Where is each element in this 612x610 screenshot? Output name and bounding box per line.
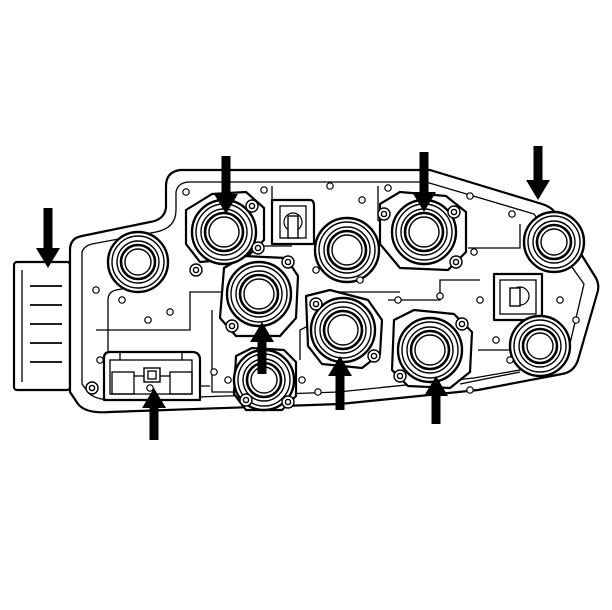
locator-dot [492,336,500,344]
locator-dot [96,356,104,364]
solenoid-left [106,230,170,294]
locator-dot [476,296,484,304]
locator-dot [166,308,174,316]
arrow-connector-arrow-icon [36,208,60,268]
locator-dot [394,296,402,304]
locator-dot-group [92,182,580,396]
arrow-solenoid-lower-right-arrow-icon [424,376,448,424]
bolt-hole [455,317,469,331]
solenoid-group [106,198,586,412]
locator-dot [356,276,364,284]
locator-dot [224,376,232,384]
bolt-hole [447,205,461,219]
solenoid-top-right [390,198,458,266]
bolt-hole [281,255,295,269]
bolt-hole [225,319,239,333]
locator-dot [314,388,322,396]
locator-dot [508,210,516,218]
callout-arrow-group [36,146,550,440]
bolt-hole [189,263,203,277]
locator-dot [556,296,564,304]
locator-dot [298,376,306,384]
locator-dot [436,292,444,300]
arrow-solenoid-top-left-arrow-icon [214,156,238,214]
bolt-hole [367,349,381,363]
bolt-hole [309,297,323,311]
locator-dot [182,188,190,196]
locator-dot [210,368,218,376]
solenoid-top-center [313,216,381,284]
locator-dot [358,196,366,204]
bolt-hole [377,207,391,221]
locator-dot [144,316,152,324]
electrical-connector [12,260,72,392]
bolt-group [85,199,469,409]
solenoid-center-left [225,260,293,328]
bolt-hole [251,241,265,255]
locator-dot [326,182,334,190]
locator-dot [118,296,126,304]
solenoid-far-right [522,210,586,274]
solenoid-top-left [190,198,258,266]
locator-dot [572,316,580,324]
pressure-switch-module [102,350,202,402]
arrow-solenoid-center-left-arrow-icon [250,322,274,374]
bolt-hole [281,395,295,409]
locator-dot [312,266,320,274]
bolt-hole [239,393,253,407]
locator-dot [92,286,100,294]
bolt-hole [85,381,99,395]
pin-fixture-right [492,272,544,322]
bolt-hole [393,369,407,383]
locator-dot [506,356,514,364]
bolt-hole [449,255,463,269]
arrow-solenoid-far-right-arrow-icon [526,146,550,200]
solenoid-right-lower [508,314,572,378]
locator-dot [260,186,268,194]
arrow-solenoid-center-arrow-icon [328,356,352,410]
locator-dot [466,386,474,394]
pin-fixture-upper [270,198,316,246]
bolt-hole [245,199,259,213]
solenoid-center [309,296,377,364]
locator-dot [466,192,474,200]
locator-dot [146,384,154,392]
arrow-pressure-switch-arrow-icon [142,388,166,440]
arrow-solenoid-top-right-arrow-icon [412,152,436,212]
locator-dot [470,248,478,256]
solenoid-lower-right [396,316,464,384]
locator-dot [384,184,392,192]
